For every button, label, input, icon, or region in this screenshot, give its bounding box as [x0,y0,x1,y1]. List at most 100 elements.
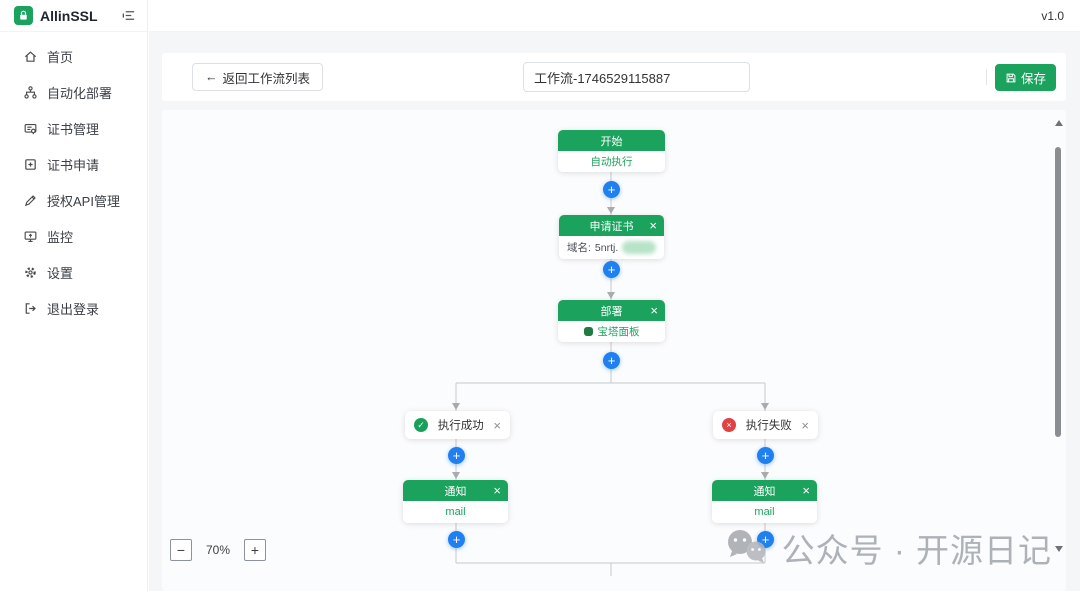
sidebar-item-auto-deploy[interactable]: 自动化部署 [0,74,147,110]
sidebar-item-cert-apply[interactable]: 证书申请 [0,146,147,182]
sidebar-menu: 首页 自动化部署 证书管理 证书申请 授权API管理 监控 设置 退出登录 [0,32,147,326]
domain-row: 域名: 5nrtj. [559,240,664,255]
close-icon[interactable]: × [801,417,809,433]
sidebar-item-label: 证书管理 [47,121,100,137]
back-button-label: 返回工作流列表 [222,71,311,86]
success-check-icon: ✓ [414,418,428,432]
zoom-out-button[interactable]: − [170,539,192,561]
plus-icon: + [452,532,461,547]
close-icon[interactable]: × [493,483,501,498]
plus-icon: + [452,448,461,463]
save-button[interactable]: 保存 [995,64,1057,91]
sidebar-item-label: 监控 [47,229,74,245]
close-icon[interactable]: × [649,218,657,233]
sidebar-item-home[interactable]: 首页 [0,38,147,74]
sidebar-item-label: 自动化部署 [47,85,113,101]
plus-icon: + [761,532,770,547]
workflow-tree-icon [22,84,38,100]
scroll-up-arrow-icon[interactable] [1055,120,1063,126]
back-arrow-icon: ← [205,70,218,84]
app-version: v1.0 [1041,8,1064,23]
plus-icon: + [607,262,616,277]
back-to-workflow-list-button[interactable]: ← 返回工作流列表 [192,63,324,91]
node-deploy-title: 部署 [600,305,623,318]
sidebar-item-label: 首页 [47,49,74,65]
workflow-name-input[interactable] [523,62,750,92]
main-area: ← 返回工作流列表 保存 [149,32,1080,591]
deploy-provider: 宝塔面板 [597,326,640,338]
sidebar-item-cert-manage[interactable]: 证书管理 [0,110,147,146]
workflow-canvas[interactable]: 开始 自动执行 + 申请证书 × 域名: 5nrtj. + 部署 [162,110,1066,591]
add-node-button[interactable]: + [448,447,465,464]
notify-channel: mail [712,501,817,523]
add-node-button[interactable]: + [603,261,620,278]
node-apply-cert-title: 申请证书 [589,220,634,233]
collapse-sidebar-icon[interactable] [119,7,137,25]
node-deploy[interactable]: 部署 × 宝塔面板 [558,300,665,342]
save-button-label: 保存 [1021,72,1047,86]
node-on-success[interactable]: ✓ 执行成功 × [405,411,510,439]
add-node-button[interactable]: + [757,447,774,464]
gear-icon [22,264,38,280]
provider-logo-icon [583,327,593,336]
monitor-icon [22,228,38,244]
check-glyph: ✓ [417,419,425,430]
close-icon[interactable]: × [493,417,501,433]
node-start[interactable]: 开始 自动执行 [558,130,665,172]
sidebar: AllinSSL 首页 自动化部署 证书管理 证书申请 授权API管理 监控 [0,0,148,591]
scroll-down-arrow-icon[interactable] [1055,546,1063,552]
sidebar-item-settings[interactable]: 设置 [0,254,147,290]
close-icon[interactable]: × [650,303,658,318]
node-notify-success[interactable]: 通知 × mail [403,480,508,523]
toolbar-divider [986,69,987,85]
node-notify-fail[interactable]: 通知 × mail [712,480,817,523]
plus-square-icon [22,156,38,172]
logout-icon [22,300,38,316]
redacted-domain-blur [622,241,656,254]
domain-label: 域名: [567,242,591,254]
node-start-title: 开始 [600,135,623,148]
add-node-button[interactable]: + [757,531,774,548]
add-node-button[interactable]: + [448,531,465,548]
on-fail-label: 执行失败 [745,420,792,432]
save-icon [1006,73,1016,82]
node-notify-header: 通知 × [712,480,817,501]
app-logo-lock-icon [14,6,33,25]
plus-icon: + [761,448,770,463]
sidebar-item-label: 授权API管理 [47,193,120,209]
add-node-button[interactable]: + [603,352,620,369]
node-notify-title: 通知 [753,485,776,498]
sidebar-item-logout[interactable]: 退出登录 [0,290,147,326]
node-apply-cert[interactable]: 申请证书 × 域名: 5nrtj. [559,215,664,259]
node-start-header: 开始 [558,130,665,151]
on-success-label: 执行成功 [437,420,484,432]
fail-cross-icon: × [722,418,736,432]
scrollbar-thumb[interactable] [1055,147,1061,437]
notify-channel: mail [403,501,508,523]
node-notify-title: 通知 [444,485,467,498]
workflow-toolbar: ← 返回工作流列表 保存 [162,53,1066,101]
sidebar-item-label: 退出登录 [47,301,100,317]
zoom-level: 70% [205,543,231,557]
close-icon[interactable]: × [802,483,810,498]
cross-glyph: × [726,420,732,430]
node-notify-header: 通知 × [403,480,508,501]
sidebar-item-api-auth[interactable]: 授权API管理 [0,182,147,218]
plus-icon: + [607,353,616,368]
zoom-in-button[interactable]: + [244,539,266,561]
plus-icon: + [607,182,616,197]
sidebar-item-monitor[interactable]: 监控 [0,218,147,254]
add-node-button[interactable]: + [603,181,620,198]
domain-value: 5nrtj. [594,241,619,254]
node-on-fail[interactable]: × 执行失败 × [713,411,818,439]
app-name: AllinSSL [40,7,98,24]
sidebar-item-label: 证书申请 [47,157,100,173]
logo-row: AllinSSL [0,0,147,32]
minus-icon: − [176,542,186,558]
node-deploy-header: 部署 × [558,300,665,321]
plus-icon: + [250,542,260,558]
zoom-controls: − 70% + [170,539,266,561]
node-start-mode: 自动执行 [558,151,665,172]
canvas-scrollbar[interactable] [1052,110,1065,591]
node-apply-cert-header: 申请证书 × [559,215,664,236]
